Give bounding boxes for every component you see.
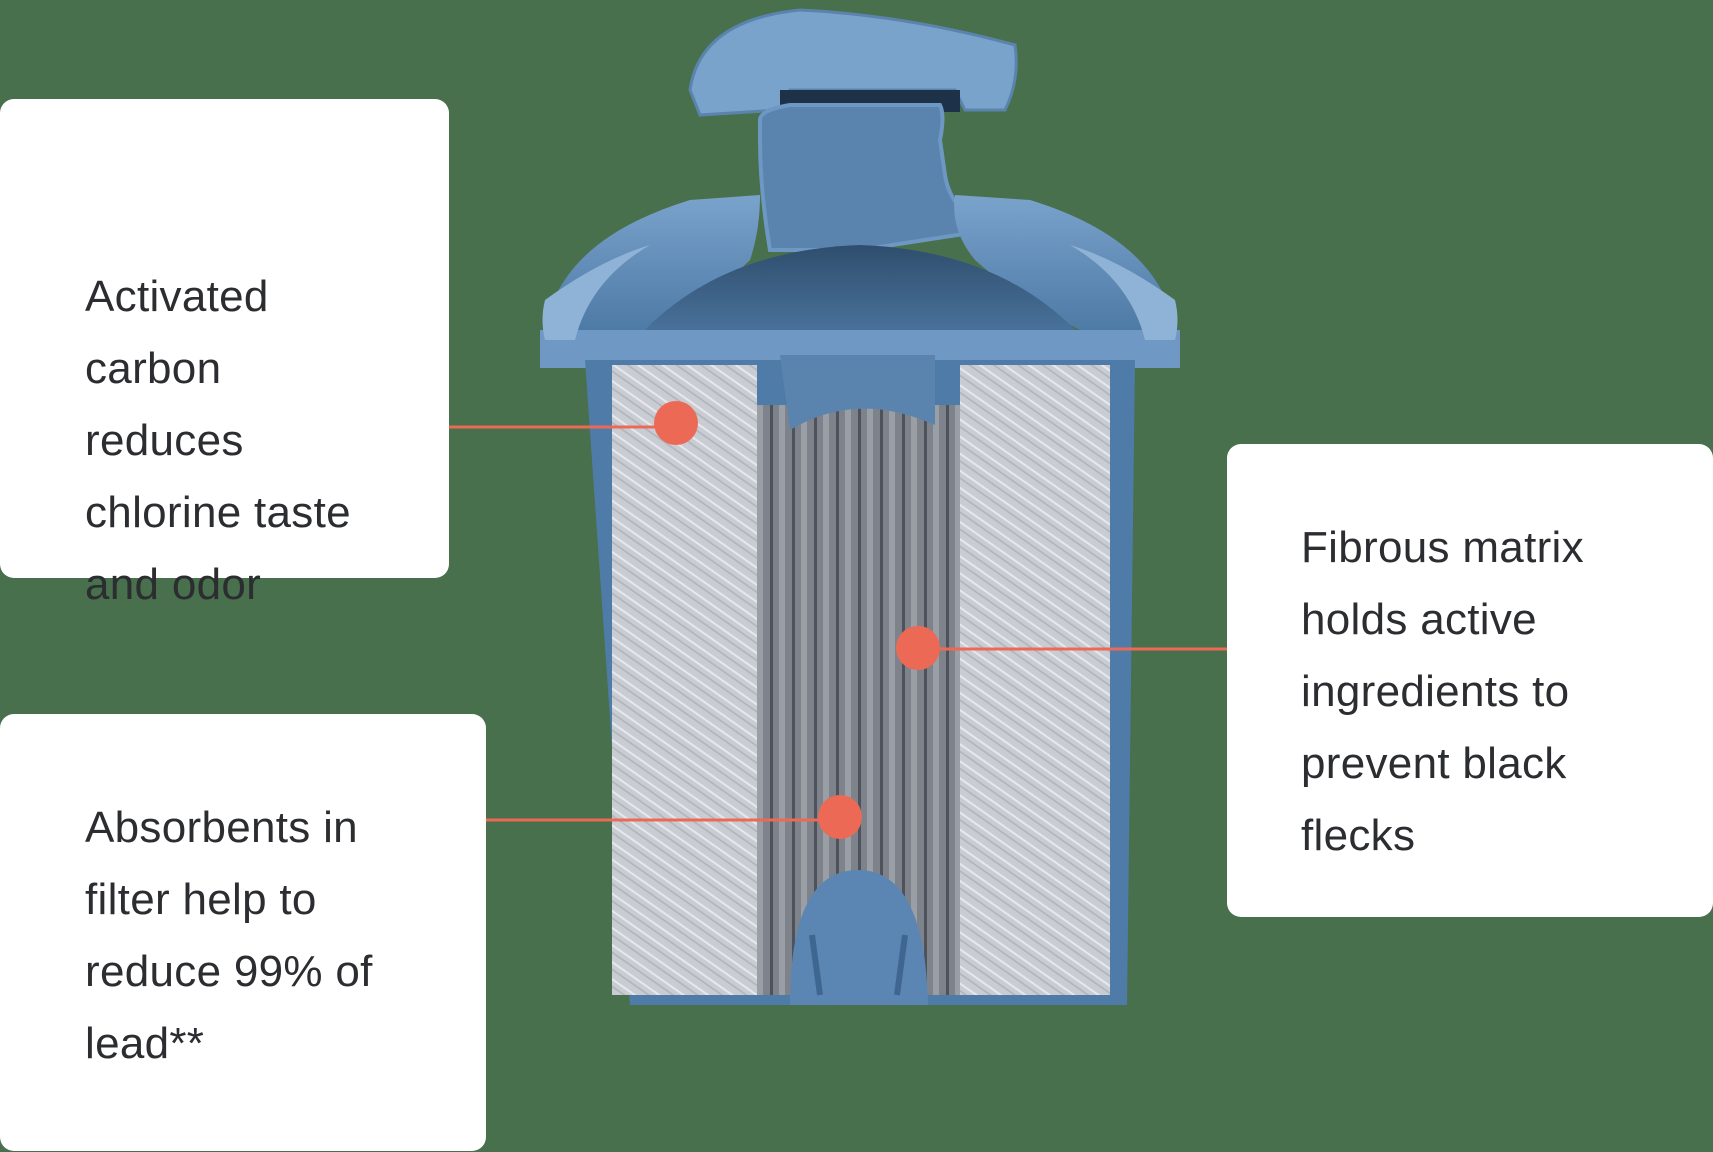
- callout-text-fibrous: Fibrous matrix holds active ingredients …: [1301, 523, 1584, 860]
- filter-shoulder: [540, 195, 1180, 368]
- hotspot-dot-lead[interactable]: [818, 795, 862, 839]
- filter-neck: [758, 103, 997, 252]
- inlet-tube: [780, 355, 935, 430]
- hotspot-dot-fibrous[interactable]: [896, 626, 940, 670]
- callout-card-carbon: Activated carbon reduces chlorine taste …: [0, 99, 449, 609]
- callout-text-carbon: Activated carbon reduces chlorine taste …: [85, 272, 351, 609]
- callout-card-lead: Absorbents in filter help to reduce 99% …: [0, 714, 486, 1151]
- callout-card-fibrous: Fibrous matrix holds active ingredients …: [1227, 444, 1713, 917]
- outlet-dome: [790, 870, 928, 1005]
- callout-text-lead: Absorbents in filter help to reduce 99% …: [85, 803, 373, 1068]
- hotspot-dot-carbon[interactable]: [654, 401, 698, 445]
- filter-top-cap: [688, 8, 1018, 117]
- carbon-layer-right: [960, 365, 1110, 995]
- carbon-layer-left: [612, 365, 757, 995]
